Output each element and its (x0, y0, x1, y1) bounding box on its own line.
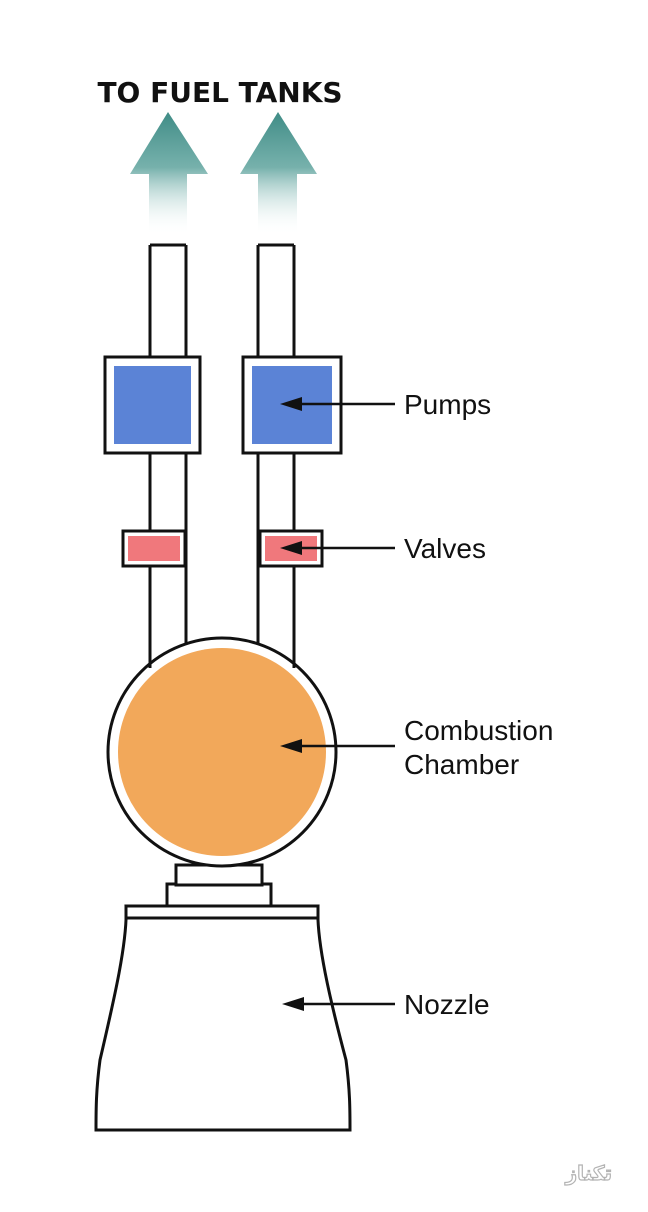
leader-arrow-pumps (280, 397, 395, 411)
pump-left (103, 355, 202, 455)
combustion-chamber (106, 636, 338, 868)
nozzle-throat (165, 863, 273, 908)
pumps-label: Pumps (404, 389, 491, 420)
nozzle-label: Nozzle (404, 989, 490, 1020)
nozzle (94, 904, 352, 1132)
leader-arrow-nozzle (282, 997, 395, 1011)
valve-left (121, 529, 187, 568)
fuel-flow-arrow-right (240, 112, 317, 235)
watermark-logo: تکناز (564, 1160, 613, 1185)
fuel-flow-arrow-left (130, 112, 208, 235)
fuel-line-left (148, 243, 188, 670)
combustion-label-line1: Combustion (404, 715, 553, 746)
leader-arrow-combustion (280, 739, 395, 753)
combustion-label-line2: Chamber (404, 749, 519, 780)
fuel-line-right (256, 243, 296, 670)
leader-arrow-valves (280, 541, 395, 555)
title-label: TO FUEL TANKS (97, 76, 342, 109)
valves-label: Valves (404, 533, 486, 564)
watermark-text: تکناز (565, 1161, 612, 1185)
